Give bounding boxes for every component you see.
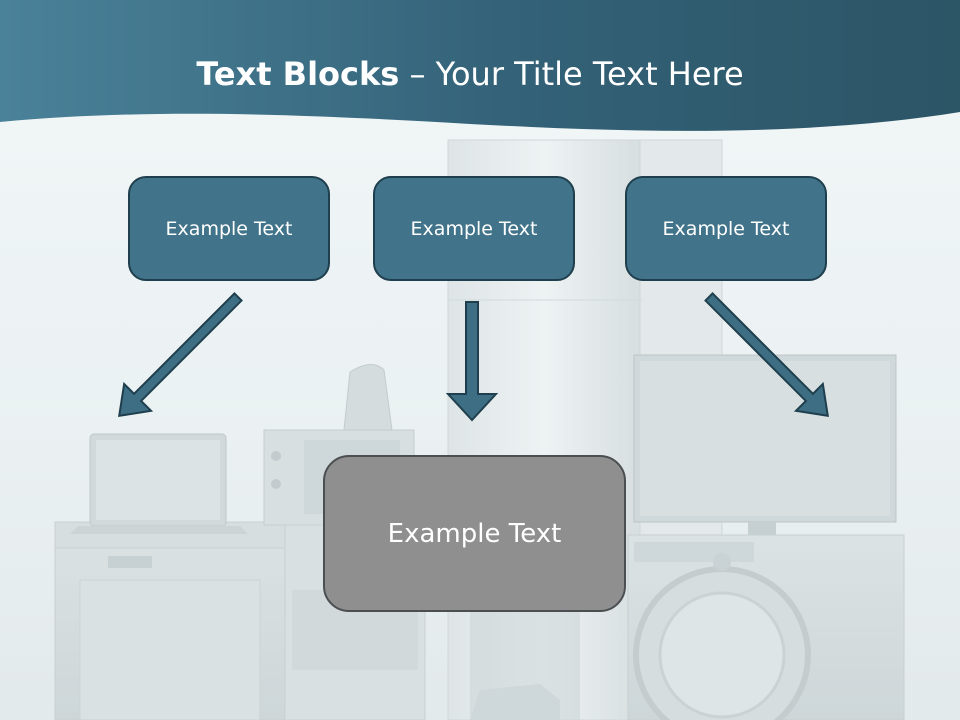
title-bold-part: Text Blocks xyxy=(196,55,400,93)
header-wave-band xyxy=(0,0,960,131)
title-separator: – xyxy=(399,55,436,93)
text-block-center[interactable]: Example Text xyxy=(373,176,575,281)
text-block-left[interactable]: Example Text xyxy=(128,176,330,281)
arrow-down-center-icon[interactable] xyxy=(445,301,499,422)
arrow-diagonal-left-icon[interactable] xyxy=(106,284,252,430)
title-rest-part: Your Title Text Here xyxy=(435,55,744,93)
text-block-right[interactable]: Example Text xyxy=(625,176,827,281)
text-block-left-label: Example Text xyxy=(165,217,293,240)
arrow-diagonal-right-icon[interactable] xyxy=(696,284,842,430)
text-block-right-label: Example Text xyxy=(662,217,790,240)
text-block-target[interactable]: Example Text xyxy=(323,455,626,612)
text-block-target-label: Example Text xyxy=(387,518,562,549)
text-block-center-label: Example Text xyxy=(410,217,538,240)
slide-title: Text Blocks – Your Title Text Here xyxy=(0,52,940,96)
